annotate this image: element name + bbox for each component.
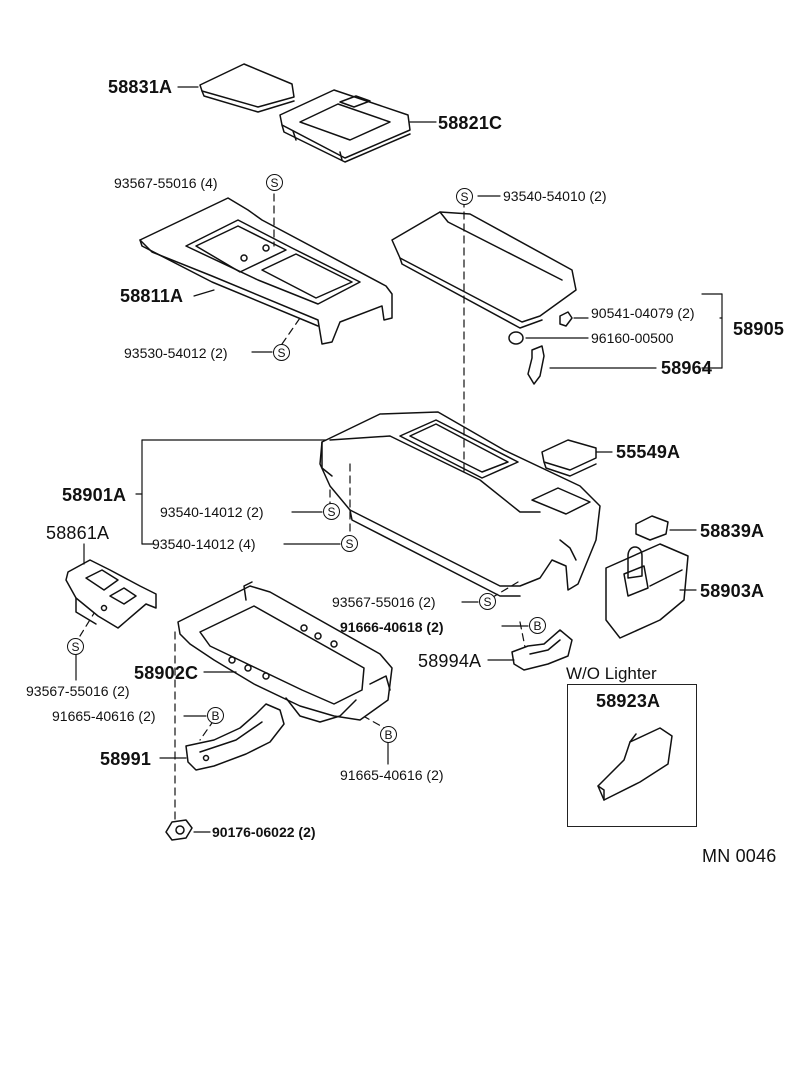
callout-96160-00500: 96160-00500 [591,330,674,346]
wo-lighter-box [567,684,697,827]
callout-91665-40616-left: 91665-40616 (2) [52,708,156,724]
callout-93540-14012-a: 93540-14012 (2) [160,504,264,520]
part-58861A-bracket [65,559,157,629]
part-58923A-panel [597,727,673,801]
callout-58901A: 58901A [62,485,127,505]
part-55549A-pad [541,439,597,477]
bolt-marker: B [380,726,397,743]
part-58831A-lid [199,63,295,113]
callout-93540-54010: 93540-54010 (2) [503,188,607,204]
callout-58811A: 58811A [120,286,184,306]
callout-58839A: 58839A [700,521,765,541]
callout-58994A: 58994A [418,651,482,671]
bolt-marker: B [529,617,546,634]
callout-91666-40618: 91666-40618 (2) [340,619,444,635]
screw-marker: S [323,503,340,520]
screw-marker: S [67,638,84,655]
figure-code: MN 0046 [702,846,777,866]
callout-58902C: 58902C [134,663,199,683]
callout-91665-40616-right: 91665-40616 (2) [340,767,444,783]
callout-90176-06022: 90176-06022 (2) [212,824,316,840]
screw-marker: S [273,344,290,361]
part-58905-armrest [391,211,577,329]
callout-55549A: 55549A [616,442,681,462]
callout-58831A: 58831A [108,77,173,97]
wo-lighter-title: W/O Lighter [566,664,657,683]
part-58839A-cap [635,515,669,541]
part-90176-clip [165,819,193,841]
part-58991-bracket [185,703,285,771]
callout-93530-54012: 93530-54012 (2) [124,345,228,361]
callout-93567-55016-mid: 93567-55016 (2) [332,594,436,610]
callout-58905: 58905 [733,319,785,339]
part-58811A-panel [139,197,393,345]
callout-58964: 58964 [661,358,713,378]
part-58902C-frame [177,581,393,723]
callout-58903A: 58903A [700,581,765,601]
screw-marker: S [266,174,283,191]
part-58903A-ashtray [605,543,689,639]
part-58821C-bezel [279,89,411,163]
callout-93567-55016-left: 93567-55016 (2) [26,683,130,699]
screw-marker: S [456,188,473,205]
part-armrest-hardware [508,311,573,385]
callout-90541-04079: 90541-04079 (2) [591,305,695,321]
callout-93540-14012-b: 93540-14012 (4) [152,536,256,552]
callout-58821C: 58821C [438,113,503,133]
leader-lines [75,86,723,833]
part-58901A-console-box [319,411,601,597]
part-58994A-bracket [511,629,573,671]
bolt-marker: B [207,707,224,724]
callout-58861A: 58861A [46,523,110,543]
callout-58923A: 58923A [596,691,661,711]
callout-58991: 58991 [100,749,152,769]
screw-marker: S [341,535,358,552]
screw-marker: S [479,593,496,610]
callout-93567-55016-top: 93567-55016 (4) [114,175,218,191]
